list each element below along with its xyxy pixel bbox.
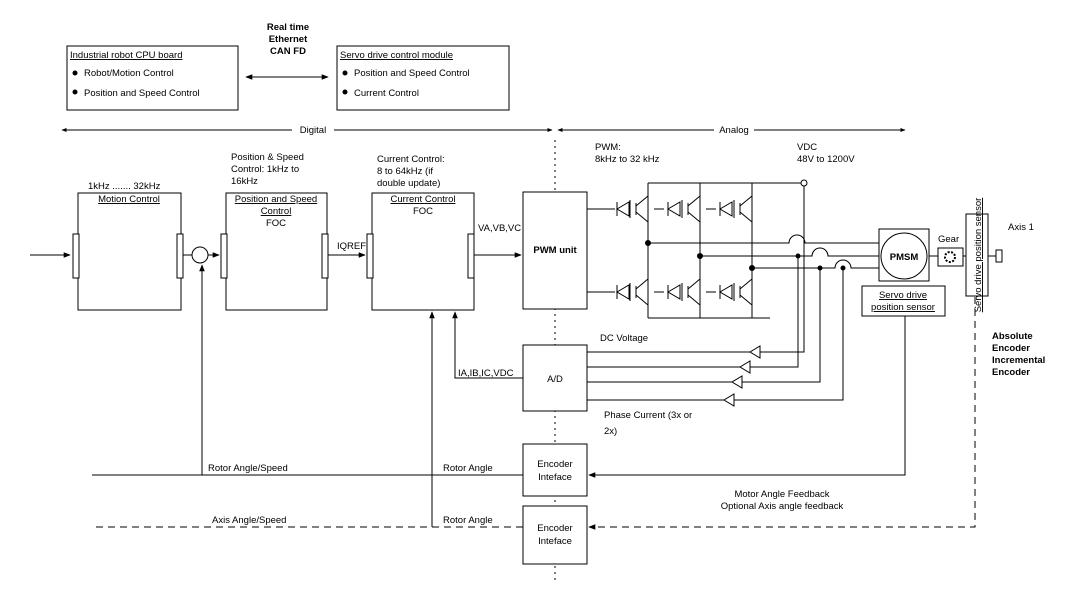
axis-sensor-box: [965, 213, 989, 297]
encoder-type-1: Absolute: [992, 331, 1033, 342]
feedback-label-1: Motor Angle Feedback: [734, 489, 829, 500]
ad-box: [522, 344, 588, 412]
amp-icon: [739, 360, 751, 374]
axis-label: Axis 1: [1008, 222, 1034, 233]
gear-box: [937, 247, 964, 267]
amp-icon: [723, 393, 735, 407]
posspeed-sub: FOC: [266, 218, 286, 229]
inverter-section: PWM unit PWM: 8kHz to 32 kHz VDC 48V to …: [522, 142, 880, 319]
pmsm-symbol: [880, 232, 928, 280]
link-label-line3: CAN FD: [270, 46, 306, 57]
motion-control-box: [77, 192, 182, 311]
current-note-1: Current Control:: [377, 154, 445, 165]
vabc-label: VA,VB,VC: [478, 223, 521, 234]
servo-module-title: Servo drive control module: [340, 50, 453, 61]
top-section: Real time Ethernet CAN FD Industrial rob…: [66, 22, 510, 111]
servo-module-item-1: Position and Speed Control: [354, 68, 470, 79]
axis-rotor-angle-label: Rotor Angle: [443, 515, 493, 526]
bullet-icon: [342, 70, 348, 76]
encoder-section: Encoder Inteface Encoder Inteface Motor …: [92, 264, 976, 565]
encoder-type-4: Encoder: [992, 367, 1030, 378]
iqref-label: IQREF: [337, 241, 366, 252]
servo-sensor-line2: position sensor: [871, 302, 935, 313]
dc-voltage-label: DC Voltage: [600, 333, 648, 344]
pmsm-label: PMSM: [890, 252, 919, 263]
encoder-type-3: Incremental: [992, 355, 1045, 366]
cpu-board-item-2: Position and Speed Control: [84, 88, 200, 99]
pwm-label-1: PWM:: [595, 142, 621, 153]
gear-label: Gear: [938, 234, 959, 245]
current-note-2: 8 to 64kHz (if: [377, 166, 433, 177]
gear-icon: [944, 251, 956, 263]
current-note-3: double update): [377, 178, 440, 189]
summing-junction: [191, 246, 209, 264]
link-label-line2: Ethernet: [269, 34, 308, 45]
axis-sensor-label: Servo drive position sensor: [973, 198, 984, 313]
cpu-board-title: Industrial robot CPU board: [70, 50, 182, 61]
posspeed-title-2: Control: [261, 206, 292, 217]
encoder-2-line2: Inteface: [538, 536, 572, 547]
axis-speed-label: Axis Angle/Speed: [212, 515, 286, 526]
encoder-type-2: Encoder: [992, 343, 1030, 354]
pwm-label-2: 8kHz to 32 kHz: [595, 154, 660, 165]
amp-icon: [749, 345, 761, 359]
posspeed-note-2: Control: 1kHz to: [231, 164, 299, 175]
pwm-unit-box: [522, 191, 588, 310]
encoder-1-line2: Inteface: [538, 472, 572, 483]
cpu-board-item-1: Robot/Motion Control: [84, 68, 174, 79]
servo-sensor-line1: Servo drive: [879, 290, 927, 301]
encoder-2-line1: Encoder: [537, 523, 572, 534]
phase-current-label-1: Phase Current (3x or: [604, 410, 692, 421]
vdc-label-2: 48V to 1200V: [797, 154, 855, 165]
rotor-angle-label: Rotor Angle: [443, 463, 493, 474]
vdc-label-1: VDC: [797, 142, 817, 153]
posspeed-note-1: Position & Speed: [231, 152, 304, 163]
encoder-1-line1: Encoder: [537, 459, 572, 470]
current-control-sub: FOC: [413, 206, 433, 217]
control-chain: 1kHz ....... 32kHz Motion Control Positi…: [30, 152, 522, 311]
rotor-speed-label: Rotor Angle/Speed: [208, 463, 288, 474]
current-control-title: Current Control: [391, 194, 456, 205]
motor-section: PMSM Gear Servo drive position sensor Se…: [861, 198, 1045, 378]
ad-input-label: IA,IB,IC,VDC: [458, 368, 514, 379]
encoder-interface-1: [522, 443, 588, 497]
encoder-interface-2: [522, 505, 588, 565]
phase-current-label-2: 2x): [604, 426, 617, 437]
servo-module-box: [336, 45, 510, 111]
cpu-board-box: [66, 45, 239, 111]
servo-module-item-2: Current Control: [354, 88, 419, 99]
bullet-icon: [342, 89, 348, 95]
current-control-box: [371, 192, 475, 311]
feedback-label-2: Optional Axis angle feedback: [721, 501, 844, 512]
bullet-icon: [72, 70, 78, 76]
ad-label: A/D: [547, 374, 563, 385]
bullet-icon: [72, 89, 78, 95]
servo-sensor-box: [861, 285, 946, 317]
pwm-unit-label: PWM unit: [533, 245, 577, 256]
link-label-line1: Real time: [267, 22, 309, 33]
domain-arrows: Digital Analog: [61, 124, 906, 583]
ad-section: A/D DC Voltage IA,IB,IC,VDC Phase Curren…: [452, 186, 844, 437]
posspeed-note-3: 16kHz: [231, 176, 258, 187]
posspeed-title-1: Position and Speed: [235, 194, 317, 205]
digital-label: Digital: [300, 125, 326, 136]
analog-label: Analog: [719, 125, 749, 136]
motion-rate: 1kHz ....... 32kHz: [88, 181, 161, 192]
axis-shaft: [995, 249, 1003, 263]
motion-control-title: Motion Control: [98, 194, 160, 205]
transistor-legs: [587, 183, 753, 318]
posspeed-box: [225, 192, 328, 311]
amp-icon: [731, 375, 743, 389]
